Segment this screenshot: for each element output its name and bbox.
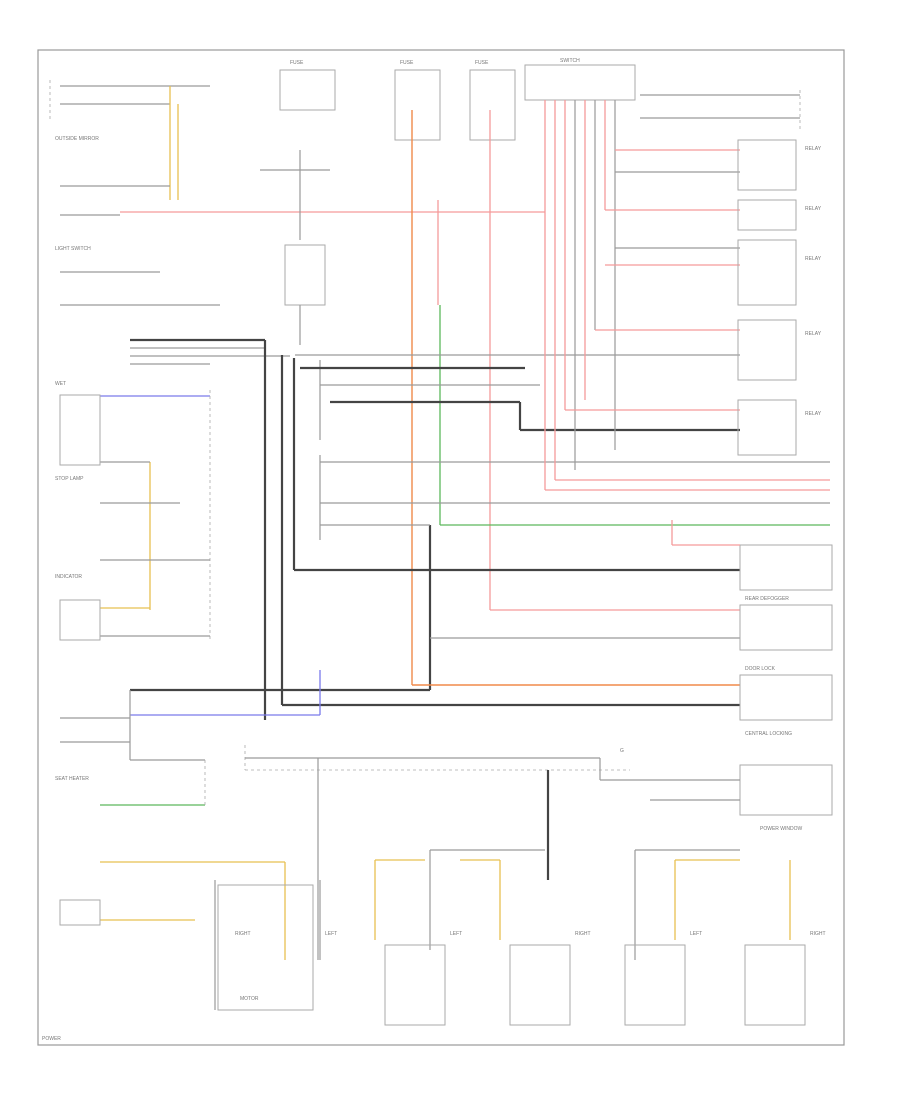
indicator-label: INDICATOR [55, 574, 82, 580]
seat-heater-label: SEAT HEATER [55, 776, 89, 782]
fuse-box-label: FUSE [290, 60, 304, 66]
ground-bus: G [244, 745, 740, 960]
fuse-label-2: FUSE [400, 60, 414, 66]
left-top-section: OUTSIDE MIRROR LIGHT SWITCH [49, 80, 545, 252]
right-motor-label: RIGHT [235, 931, 251, 937]
right-relays: RELAY RELAY RELAY RELAY RELAY [544, 90, 830, 491]
relay-label-3: RELAY [805, 256, 822, 262]
left-mid-wiring: WET STOP LAMP INDICATOR [55, 271, 290, 641]
fuse-label-3: FUSE [475, 60, 489, 66]
left-label-3: LEFT [690, 931, 702, 937]
stop-lamp-label: STOP LAMP [55, 476, 84, 482]
relay-label-4: RELAY [805, 331, 822, 337]
right-modules: REAR DEFOGGER DOOR LOCK CENTRAL LOCKING … [671, 520, 833, 832]
light-switch-label: LIGHT SWITCH [55, 246, 91, 252]
rear-defogger-label: REAR DEFOGGER [745, 596, 789, 602]
ground-label: G [620, 748, 624, 754]
vertical-trunks [263, 110, 491, 720]
seat-heater-section: SEAT HEATER [55, 690, 286, 960]
outside-mirror-label: OUTSIDE MIRROR [55, 136, 99, 142]
relay-label-2: RELAY [805, 206, 822, 212]
left-motor-label: LEFT [325, 931, 337, 937]
motor-label-1: MOTOR [240, 996, 259, 1002]
switch-label-top: SWITCH [560, 58, 580, 64]
central-locking-label: CENTRAL LOCKING [745, 731, 792, 737]
door-lock-label: DOOR LOCK [745, 666, 776, 672]
wet-label: WET [55, 381, 66, 387]
relay-label-5: RELAY [805, 411, 822, 417]
diagram-border [37, 49, 845, 1046]
bottom-motors: RIGHT LEFT LEFT RIGHT LEFT RIGHT MOTOR [214, 849, 826, 1026]
right-label-2: RIGHT [575, 931, 591, 937]
horizontal-bundles [130, 354, 830, 716]
relay-label-1: RELAY [805, 146, 822, 152]
ignition-switch [260, 150, 330, 345]
right-label-3: RIGHT [810, 931, 826, 937]
page-id: POWER [42, 1036, 61, 1042]
top-fuse-blocks: FUSE FUSE FUSE SWITCH [279, 58, 636, 141]
left-label-2: LEFT [450, 931, 462, 937]
power-window-label: POWER WINDOW [760, 826, 802, 832]
